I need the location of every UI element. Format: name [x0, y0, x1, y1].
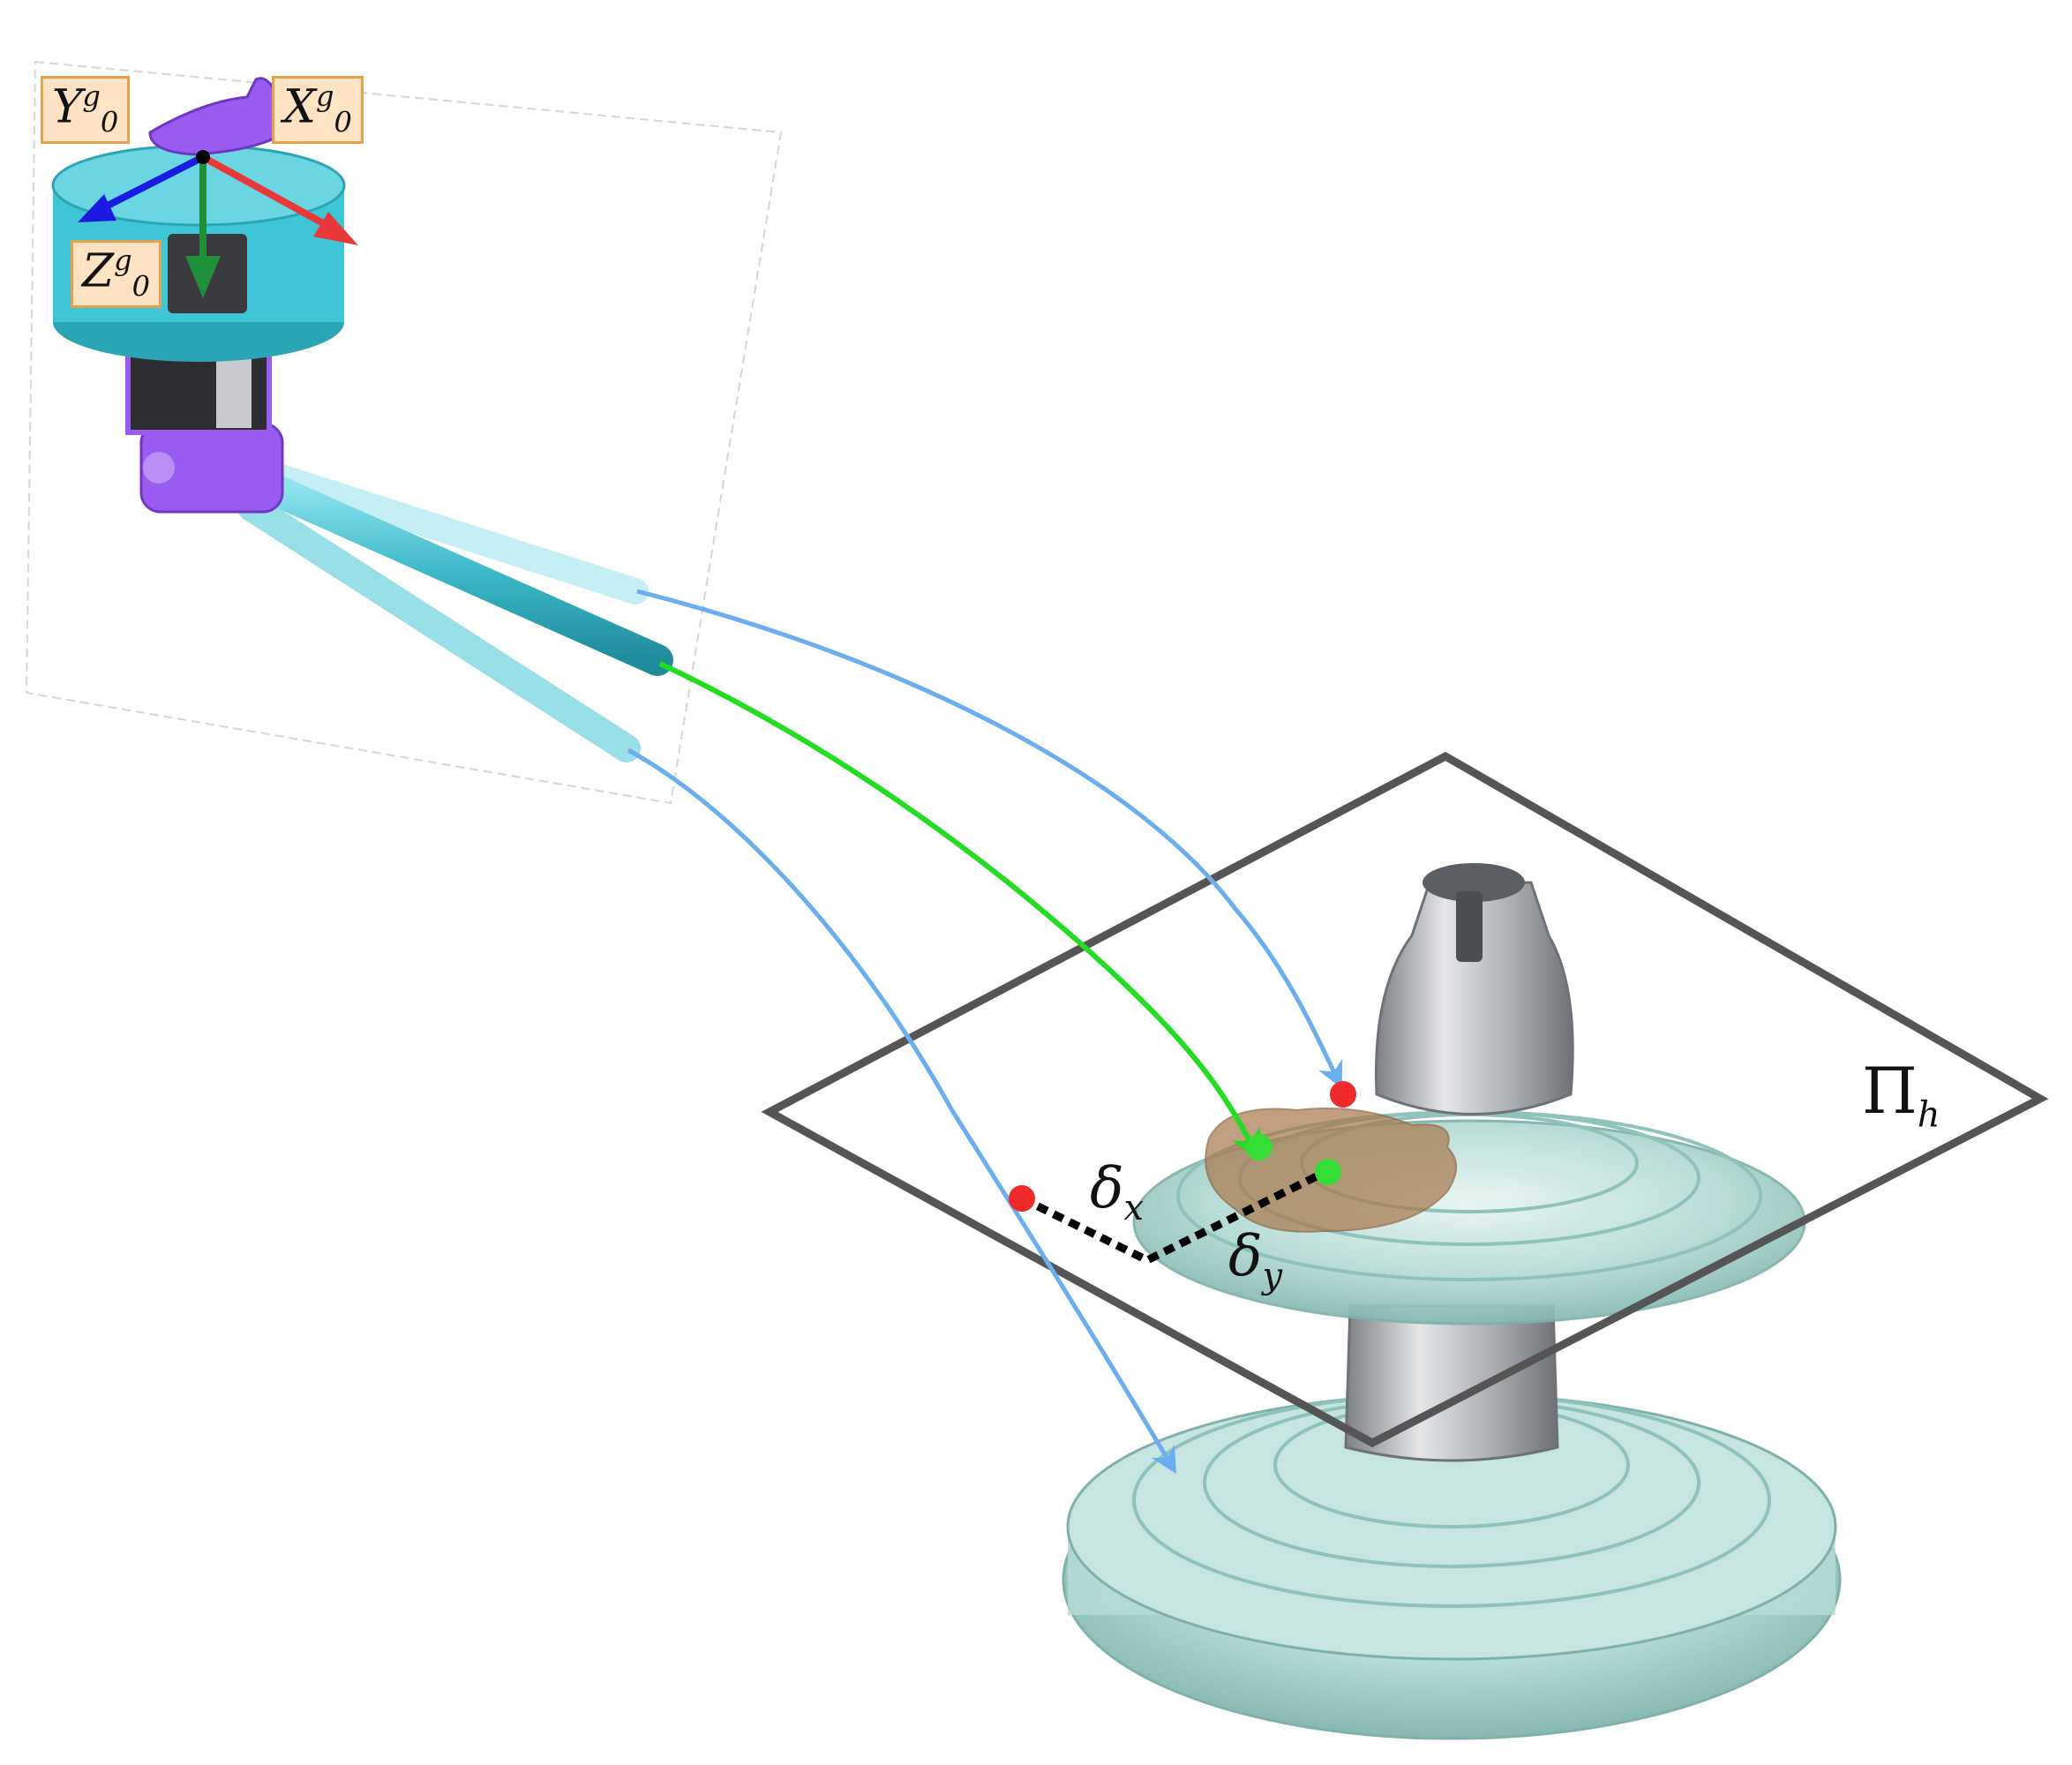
target-point-left: [1009, 1185, 1035, 1212]
plane-label-sub: h: [1917, 1094, 1941, 1136]
gripper-top-mount: [148, 77, 293, 156]
z-axis-label-base: Z: [82, 244, 115, 298]
estimated-point-offset: [1315, 1159, 1341, 1185]
y-axis-label-sup: g: [82, 79, 101, 113]
trajectory-top: [636, 589, 1343, 1089]
coordinate-frame: [78, 150, 358, 298]
y-axis-label-base: Y: [52, 80, 83, 134]
z-axis-label-sup: g: [114, 244, 132, 277]
trajectory-bottom: [627, 747, 1177, 1475]
estimated-point-center: [1246, 1134, 1272, 1160]
z-axis-label: Zg0: [71, 240, 161, 309]
z-axis-label-sub: 0: [131, 269, 150, 304]
finger-rod-bottom: [237, 493, 641, 762]
delta-x-label: δx: [1090, 1160, 1144, 1226]
gripper-frame-plane: [25, 60, 783, 805]
finger-rod-top: [251, 459, 649, 605]
plane-label-base: Π: [1862, 1054, 1918, 1128]
insulator: [1062, 863, 1842, 1740]
plane-label: Πh: [1862, 1059, 1941, 1132]
x-axis-arrow: [201, 154, 344, 237]
delta-x-base: δ: [1090, 1156, 1124, 1221]
y-axis-arrow: [94, 154, 205, 215]
delta-y-base: δ: [1228, 1224, 1263, 1289]
x-axis-label-sub: 0: [334, 105, 352, 139]
trajectory-center: [658, 661, 1261, 1162]
insulator-middle-cap: [1344, 1304, 1559, 1462]
target-point-top: [1330, 1081, 1356, 1108]
frame-origin: [196, 150, 210, 164]
finger-rod-middle: [249, 469, 673, 676]
delta-y-sub: y: [1262, 1255, 1283, 1296]
gripper: [51, 77, 673, 762]
insulator-top-cap: [1375, 881, 1574, 1115]
y-axis-label: Yg0: [41, 76, 131, 145]
offset-dashed-line: [1020, 1168, 1327, 1266]
delta-y-label: δy: [1228, 1228, 1282, 1294]
x-axis-label-sup: g: [316, 79, 334, 113]
y-axis-label-sub: 0: [100, 105, 119, 139]
delta-x-sub: x: [1123, 1187, 1145, 1228]
x-axis-label-base: X: [283, 80, 317, 134]
x-axis-label: Xg0: [272, 76, 364, 145]
plane-outline: [761, 751, 2049, 1448]
